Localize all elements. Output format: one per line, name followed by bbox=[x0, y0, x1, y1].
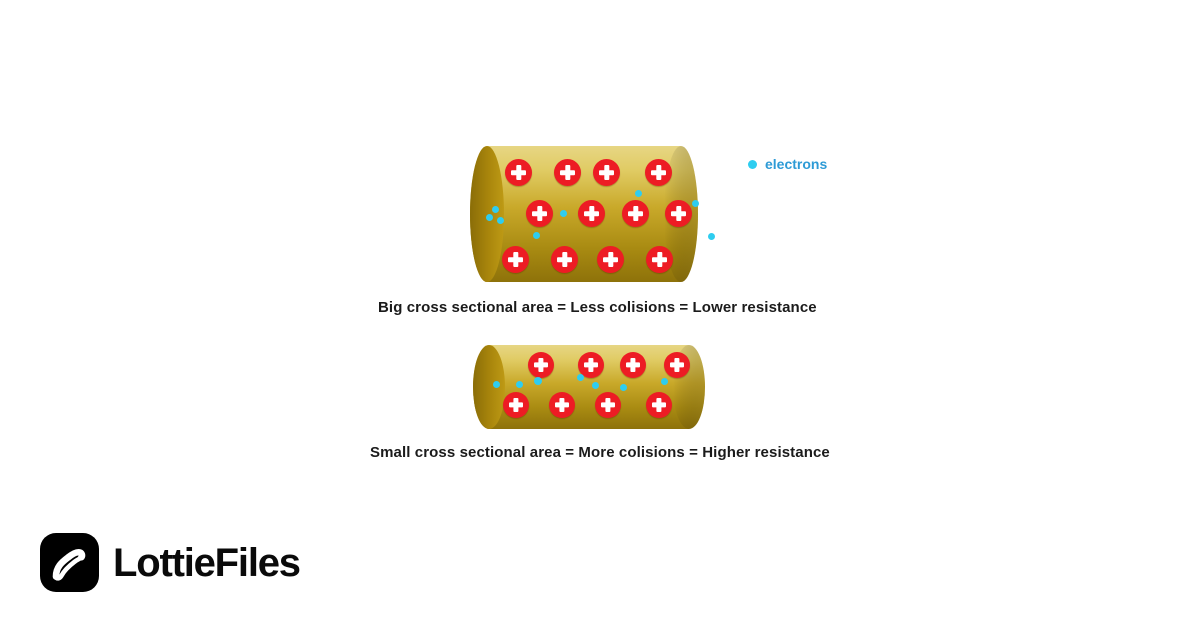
lottiefiles-mark-icon bbox=[40, 533, 99, 592]
caption-small-cross-section: Small cross sectional area = More colisi… bbox=[370, 444, 830, 461]
caption-big-cross-section: Big cross sectional area = Less colision… bbox=[378, 299, 817, 316]
lottiefiles-wordmark: LottieFiles bbox=[113, 540, 301, 585]
electron-dot-icon bbox=[748, 159, 757, 169]
legend-label-electrons: electrons bbox=[765, 156, 828, 172]
conductor-cylinder-small bbox=[473, 345, 705, 429]
small-cross-section-diagram: Small cross sectional area = More colisi… bbox=[0, 0, 1200, 470]
cylinder-body-small bbox=[473, 345, 705, 429]
lottiefiles-logo[interactable]: LottieFiles bbox=[40, 533, 301, 592]
legend-electrons: electrons bbox=[748, 156, 827, 172]
